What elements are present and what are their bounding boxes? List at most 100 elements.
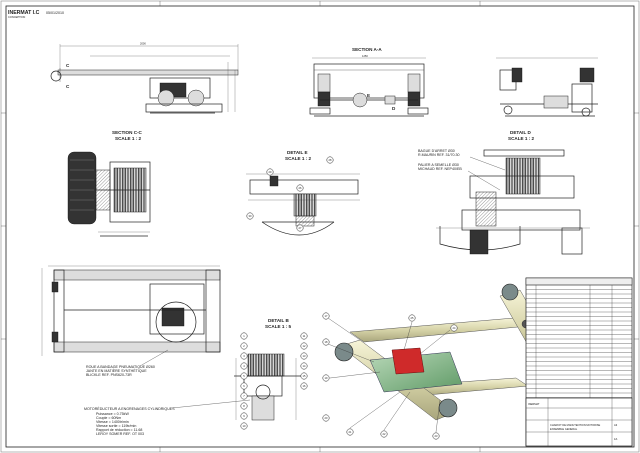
balloon-number: 19: [325, 376, 328, 380]
balloon: [240, 352, 248, 360]
note-palier-2: MICHAUD REF. NEP40/EB: [418, 167, 462, 171]
balloon-number: 10: [243, 424, 246, 428]
note-roue-2: JANTE EN MATIÈRE SYNTHÉTIQUE: [86, 368, 147, 373]
balloon-number: 2: [243, 344, 245, 348]
balloon: [346, 428, 354, 436]
balloon: [300, 382, 308, 390]
balloon-number: 28: [329, 158, 332, 162]
balloon-number: 15: [303, 374, 306, 378]
balloon-number: 29: [269, 170, 272, 174]
note-moto-5: Vitesse sortie = 119tr/min: [96, 424, 136, 428]
balloon: [240, 372, 248, 380]
section-cc-title: SECTION C-C: [112, 130, 143, 135]
drawing-date: 05/01/2010: [46, 11, 64, 15]
balloon-number: 13: [303, 354, 306, 358]
balloon: [300, 362, 308, 370]
balloon: [240, 332, 248, 340]
balloon: [246, 212, 254, 220]
balloon-number: 21: [349, 430, 352, 434]
plan-view: ROUE A BANDAGE PNEUMATIQUE Ø260 JANTE EN…: [41, 265, 221, 377]
detail-e-view: DETAIL E SCALE 1 : 2: [246, 150, 360, 236]
balloon-callouts: 1234567891011121314151617181920212223242…: [240, 156, 458, 440]
balloon-number: 30: [249, 214, 252, 218]
balloon: [240, 362, 248, 370]
section-aa-view: SECTION A-A 1250 E D: [309, 47, 429, 117]
balloon: [322, 312, 330, 320]
balloon-number: 23: [435, 434, 438, 438]
balloon-number: 7: [243, 394, 245, 398]
detail-b-title: DETAIL B: [268, 318, 289, 323]
balloon: [326, 156, 334, 164]
balloon-number: 4: [243, 364, 245, 368]
label-c-bottom: C: [66, 84, 70, 89]
balloon: [296, 224, 304, 232]
side-elevation-view: 2000 C C: [50, 42, 239, 114]
detail-d-view: DETAIL D SCALE 1 : 2 BAGUE D'ARRET Ø30 R…: [418, 130, 590, 255]
note-moto-6: Rapport de réduction = 11.68: [96, 428, 142, 432]
balloon: [240, 382, 248, 390]
balloon: [300, 372, 308, 380]
detail-e-scale: SCALE 1 : 2: [285, 156, 311, 161]
label-d-aa: D: [392, 106, 396, 111]
balloon: [300, 352, 308, 360]
balloon: [450, 324, 458, 332]
note-palier-1: PALIER A SEMELLE Ø30: [418, 163, 459, 167]
balloon: [240, 402, 248, 410]
balloon: [322, 374, 330, 382]
end-view: [496, 57, 598, 117]
note-moto-1: MOTORÉDUCTEUR A ENGRENAGES CYLINDRIQUES: [84, 406, 175, 411]
balloon-number: 22: [383, 432, 386, 436]
balloon-number: 5: [243, 374, 245, 378]
detail-d-title: DETAIL D: [510, 130, 531, 135]
balloon: [322, 338, 330, 346]
detail-b-view: DETAIL B SCALE 1 : 5 MOTORÉDUCTEUR A ENG…: [84, 318, 304, 436]
dim-aa-width: 1250: [362, 54, 368, 58]
company-sub: CONCEPTION: [8, 15, 25, 19]
tb-format: A3: [614, 423, 618, 427]
company-name: INERMAT I.C: [8, 10, 40, 16]
balloon-number: 14: [303, 364, 306, 368]
note-moto-2: Puissance = 0.75kW: [96, 412, 129, 416]
balloon: [322, 414, 330, 422]
balloon-number: 20: [325, 416, 328, 420]
detail-e-title: DETAIL E: [287, 150, 308, 155]
balloon: [300, 342, 308, 350]
balloon: [432, 432, 440, 440]
tb-sheet: 1/1: [614, 437, 618, 441]
balloon: [240, 392, 248, 400]
balloon-number: 26: [299, 186, 302, 190]
balloon-number: 27: [299, 226, 302, 230]
note-bague-1: BAGUE D'ARRET Ø30: [418, 149, 455, 153]
tb-subtitle: ENSEMBLE GENERAL: [550, 427, 578, 431]
header: INERMAT I.C CONCEPTION 05/01/2010: [8, 10, 64, 19]
balloon: [300, 332, 308, 340]
note-roue-1: ROUE A BANDAGE PNEUMATIQUE Ø260: [86, 365, 155, 369]
detail-b-scale: SCALE 1 : 5: [265, 324, 291, 329]
balloon-number: 8: [243, 404, 245, 408]
balloon: [266, 168, 274, 176]
balloon: [380, 430, 388, 438]
balloon-number: 11: [303, 334, 306, 338]
note-moto-3: Couple = 60Nm: [96, 416, 121, 420]
tb-title: CHARIOT DE MANUTENTION MOTORISE: [550, 423, 600, 427]
balloon: [296, 184, 304, 192]
label-c-top: C: [66, 63, 70, 68]
balloon-number: 6: [243, 384, 245, 388]
balloon-number: 1: [243, 334, 245, 338]
section-cc-scale: SCALE 1 : 2: [115, 136, 141, 141]
title-block: INERMAT CHARIOT DE MANUTENTION MOTORISE …: [525, 277, 633, 447]
balloon: [408, 314, 416, 322]
balloon-number: 17: [325, 314, 328, 318]
note-moto-4: Vitesse = 1400tr/min: [96, 420, 129, 424]
balloon-number: 3: [243, 354, 245, 358]
section-aa-title: SECTION A-A: [352, 47, 382, 52]
section-cc-view: SECTION C-C SCALE 1 : 2: [67, 130, 151, 237]
balloon-number: 12: [303, 344, 306, 348]
note-moto-7: LEROY SOMER REF. OT 003: [96, 432, 144, 436]
dim-top-length: 2000: [140, 42, 146, 46]
detail-d-scale: SCALE 1 : 2: [508, 136, 534, 141]
note-roue-3: BLICKLE REF. PNS620-73R: [86, 373, 132, 377]
balloon: [240, 342, 248, 350]
balloon-number: 16: [303, 384, 306, 388]
